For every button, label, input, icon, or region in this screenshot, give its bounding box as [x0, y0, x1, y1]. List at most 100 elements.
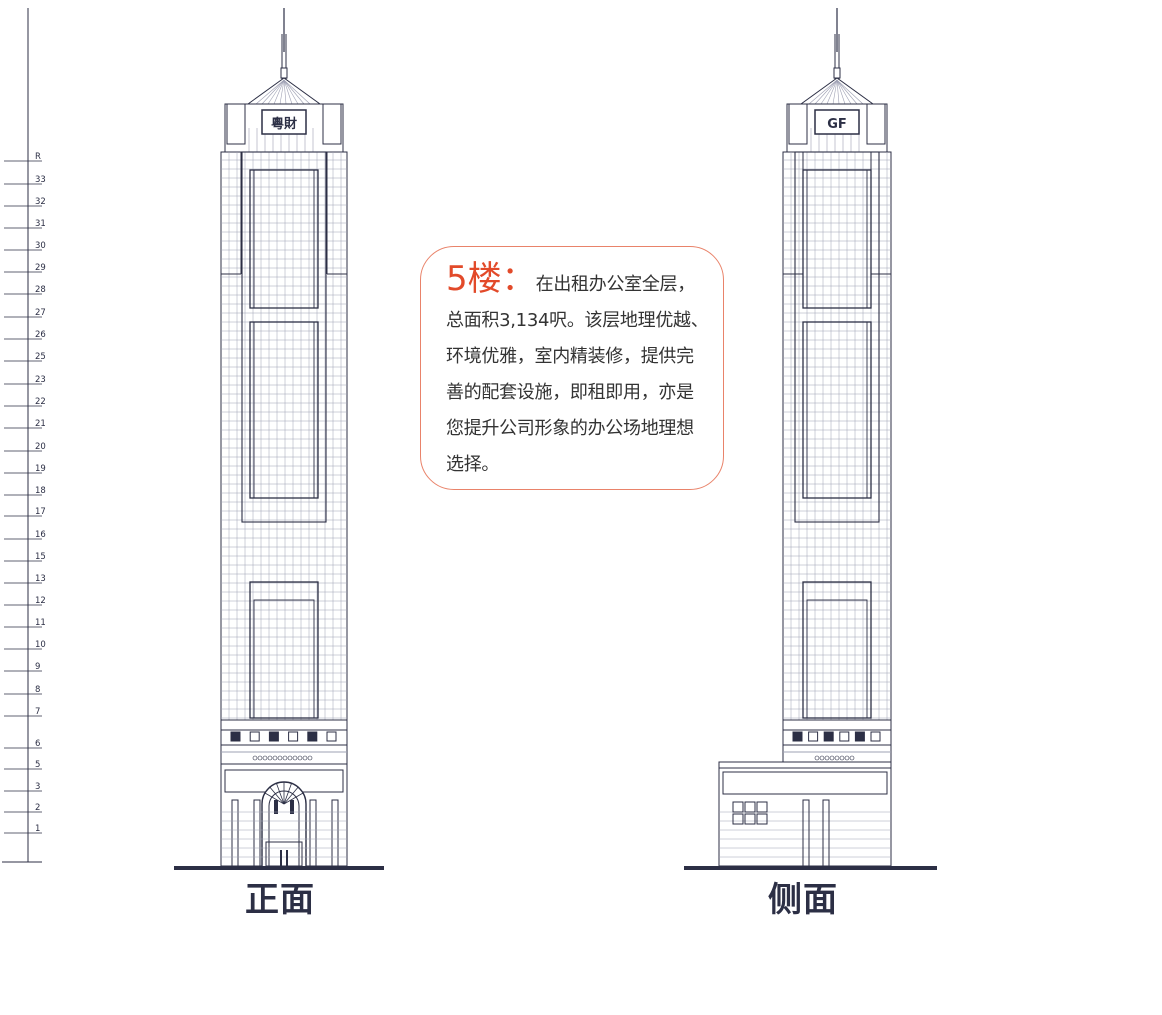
roof-rib	[283, 79, 287, 105]
side-elevation-drawing: GF	[684, 8, 937, 870]
scale-floor-label: 32	[35, 197, 46, 207]
podium-ornament	[839, 755, 845, 761]
roof-rib	[836, 79, 840, 105]
floor-info-bubble: 5楼：在出租办公室全层，总面积3,134呎。该层地理优越、环境优雅，室内精装修，…	[420, 246, 724, 490]
arch-ray	[264, 792, 285, 805]
podium-column	[253, 799, 261, 867]
facade-panel-upper	[249, 169, 319, 309]
scale-floor-label: 21	[35, 419, 46, 429]
annex-window	[732, 813, 744, 825]
roof-rib	[836, 79, 858, 105]
crown-sign-text: GF	[827, 117, 847, 132]
podium-ornament	[297, 755, 303, 761]
front-elevation-drawing: 粵財	[174, 8, 384, 870]
crown-pillar-left	[226, 103, 246, 145]
roof-rib	[273, 79, 285, 105]
scale-floor-label: 30	[35, 241, 46, 251]
arch-ray	[276, 783, 285, 805]
podium-ornament	[262, 755, 268, 761]
podium-square	[326, 731, 337, 742]
podium-square	[854, 731, 865, 742]
podium-column	[309, 799, 317, 867]
scale-floor-label: 10	[35, 640, 46, 650]
roof-rib	[814, 79, 838, 105]
podium-square	[268, 731, 279, 742]
facade-panel-lower-inner	[253, 599, 315, 719]
scale-floor-label: 33	[35, 175, 46, 185]
crown-pillar-right	[866, 103, 886, 145]
podium-column	[331, 799, 339, 867]
facade-frame	[241, 151, 327, 523]
podium-ornament	[824, 755, 830, 761]
roof-rib	[836, 79, 852, 105]
crown-sign-plate	[814, 109, 860, 135]
roof-rib	[808, 79, 838, 105]
scale-floor-label: 3	[35, 782, 40, 792]
arch-ray	[283, 783, 292, 805]
roof-rib	[283, 79, 311, 105]
ground-line	[684, 866, 937, 870]
floor-description: 在出租办公室全层，总面积3,134呎。该层地理优越、环境优雅，室内精装修，提供完…	[446, 274, 709, 475]
roof-rib	[267, 79, 285, 105]
arch-ray	[283, 786, 299, 805]
crown-sign-plate	[261, 109, 307, 135]
scale-floor-label: 27	[35, 308, 46, 318]
podium-ornament	[282, 755, 288, 761]
scale-floor-label: 31	[35, 219, 46, 229]
scale-floor-label: 13	[35, 574, 46, 584]
podium-ornament	[267, 755, 273, 761]
front-view-label: 正面	[245, 880, 315, 920]
arch-ray	[283, 792, 304, 805]
podium-ornament	[287, 755, 293, 761]
roof-rib	[826, 79, 838, 105]
podium-ornament	[252, 755, 258, 761]
door-panel	[290, 800, 294, 814]
roof-rib	[283, 79, 299, 105]
facade-frame	[794, 151, 880, 523]
floor-title: 5楼：	[446, 259, 536, 299]
scale-floor-label: 1	[35, 824, 40, 834]
roof-rib	[261, 79, 285, 105]
roof-rib	[279, 79, 285, 105]
scale-floor-label: 5	[35, 760, 40, 770]
facade-panel-middle	[802, 321, 872, 499]
roof-rib	[832, 79, 838, 105]
spire-collar	[280, 67, 288, 79]
annex-window	[732, 801, 744, 813]
scale-floor-label: 23	[35, 375, 46, 385]
scale-floor-label: 2	[35, 803, 40, 813]
tower-body	[220, 151, 348, 721]
crown-pillar-left	[788, 103, 808, 145]
scale-floor-label: 25	[35, 352, 46, 362]
facade-panel-middle	[249, 321, 319, 499]
facade-panel-upper-inner	[253, 169, 315, 309]
facade-panel-middle-inner	[253, 321, 315, 499]
side-view-label: 侧面	[768, 880, 838, 920]
podium-square	[808, 731, 819, 742]
scale-floor-label: 16	[35, 530, 46, 540]
arch-ray	[269, 786, 285, 805]
crown-sign-text: 粵財	[271, 116, 297, 132]
podium-ornament	[834, 755, 840, 761]
podium-ornament	[307, 755, 313, 761]
podium-ornament	[272, 755, 278, 761]
scale-floor-label: R	[35, 152, 41, 162]
podium-ornament	[819, 755, 825, 761]
spire-collar	[833, 67, 841, 79]
scale-floor-label: 18	[35, 486, 46, 496]
podium-ornament	[257, 755, 263, 761]
scale-floor-label: 17	[35, 507, 46, 517]
roof-rib	[836, 79, 846, 105]
roof-rib	[283, 79, 305, 105]
podium-square	[792, 731, 803, 742]
podium-ornament	[829, 755, 835, 761]
facade-panel-upper	[802, 169, 872, 309]
scale-floor-label: 28	[35, 285, 46, 295]
podium-square	[249, 731, 260, 742]
ground-line	[174, 866, 384, 870]
scale-floor-label: 29	[35, 263, 46, 273]
podium-ornament	[302, 755, 308, 761]
scale-floor-label: 22	[35, 397, 46, 407]
podium-square	[288, 731, 299, 742]
